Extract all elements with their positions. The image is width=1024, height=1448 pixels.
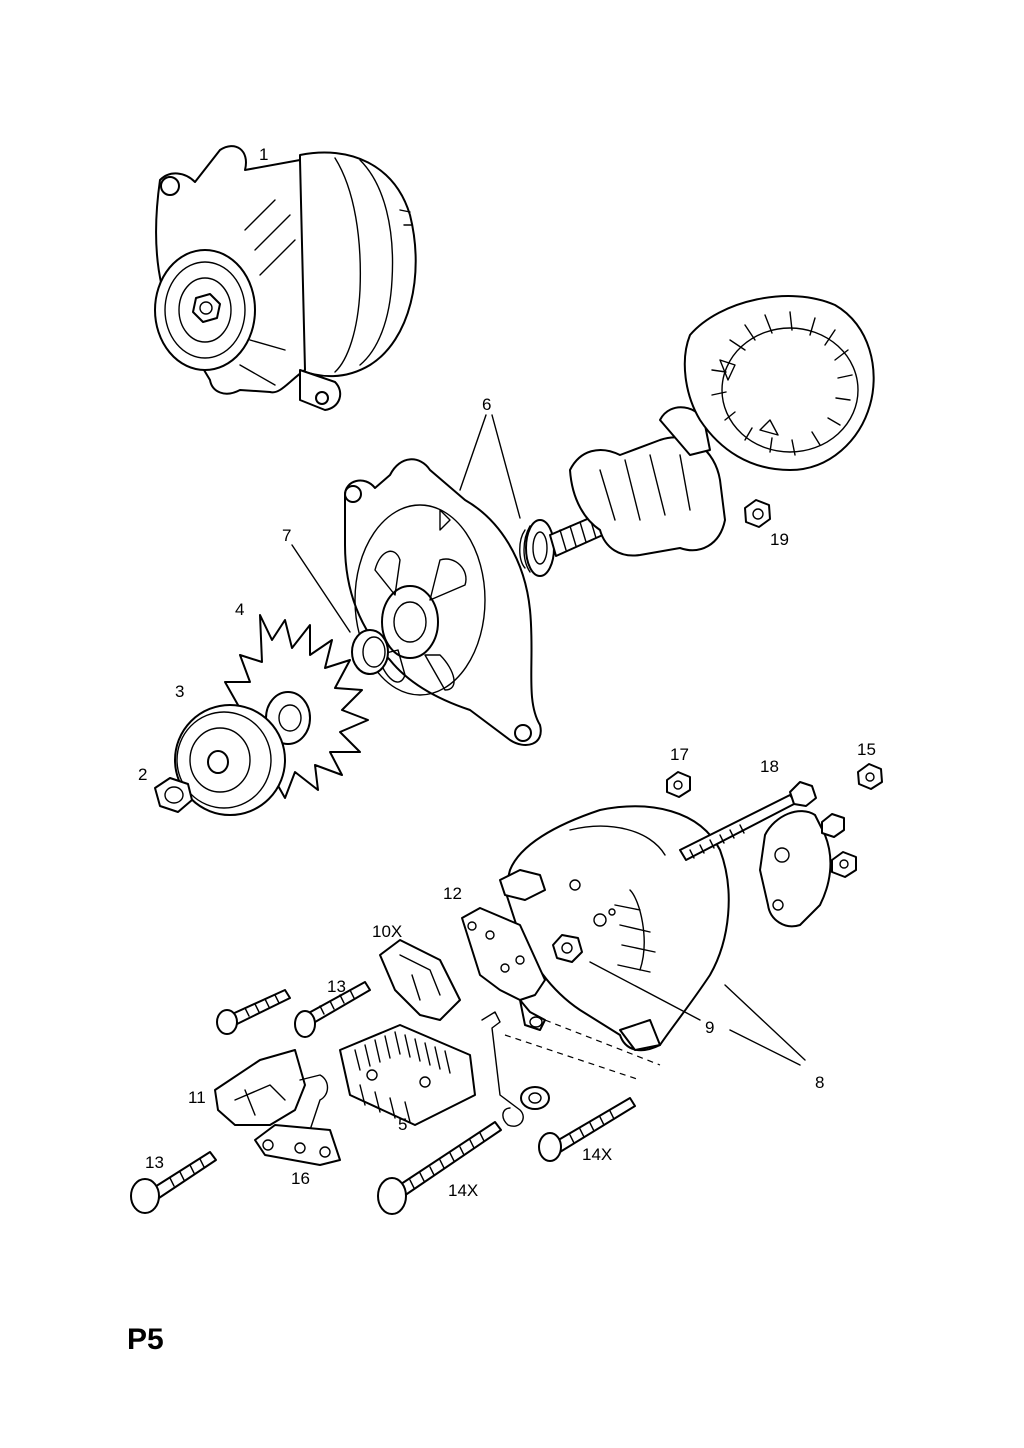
screw-14x-short [538, 1097, 636, 1162]
connector-strap [481, 1011, 550, 1127]
screw-13-upper [294, 981, 371, 1038]
callout-14x-left: 14X [448, 1181, 478, 1200]
alignment-line [504, 1019, 661, 1081]
stator [683, 295, 875, 471]
callout-1: 1 [259, 145, 268, 164]
callout-4: 4 [235, 600, 244, 619]
leader-lines [291, 414, 806, 1066]
nut-19 [744, 499, 771, 528]
callout-7: 7 [282, 526, 291, 545]
mounting-bracket [759, 810, 857, 928]
through-bolt-18 [679, 781, 817, 861]
callout-6: 6 [482, 395, 491, 414]
callout-17: 17 [670, 745, 689, 764]
callout-10x: 10X [372, 922, 402, 941]
callout-5: 5 [398, 1115, 407, 1134]
callout-15: 15 [857, 740, 876, 759]
callout-14x-right: 14X [582, 1145, 612, 1164]
callout-16: 16 [291, 1169, 310, 1188]
callout-11: 11 [188, 1088, 206, 1107]
nut-2 [154, 777, 193, 813]
callout-12: 12 [443, 884, 462, 903]
brush-holder-10x [379, 939, 461, 1021]
bushing-9 [552, 934, 583, 963]
screw-13-lower [130, 1151, 217, 1214]
callout-19: 19 [770, 530, 789, 549]
callout-13-upper: 13 [327, 977, 346, 996]
callout-2: 2 [138, 765, 147, 784]
screw-upper-left [216, 989, 291, 1035]
callout-8: 8 [815, 1073, 824, 1092]
nut-15 [857, 763, 883, 790]
bracket-16 [254, 1124, 341, 1166]
callout-labels: 1 6 7 19 4 3 2 17 18 15 12 10X 13 9 8 11… [138, 145, 876, 1200]
callout-9: 9 [705, 1018, 714, 1037]
alternator-assembly [154, 145, 417, 411]
nut-17 [666, 771, 691, 798]
rectifier-5 [339, 1024, 476, 1126]
callout-13-lower: 13 [145, 1153, 164, 1172]
pulley-3 [174, 704, 286, 816]
callout-18: 18 [760, 757, 779, 776]
slip-ring-end-housing [499, 805, 730, 1052]
screw-14x-long [377, 1121, 502, 1215]
spacer-7 [351, 629, 389, 675]
rotor [549, 406, 726, 557]
thrust-washer [519, 519, 555, 577]
callout-3: 3 [175, 682, 184, 701]
drive-end-housing [344, 458, 542, 746]
regulator-plate-12 [461, 907, 546, 1031]
cover-11 [214, 1049, 329, 1151]
page-label: P5 [127, 1323, 164, 1356]
